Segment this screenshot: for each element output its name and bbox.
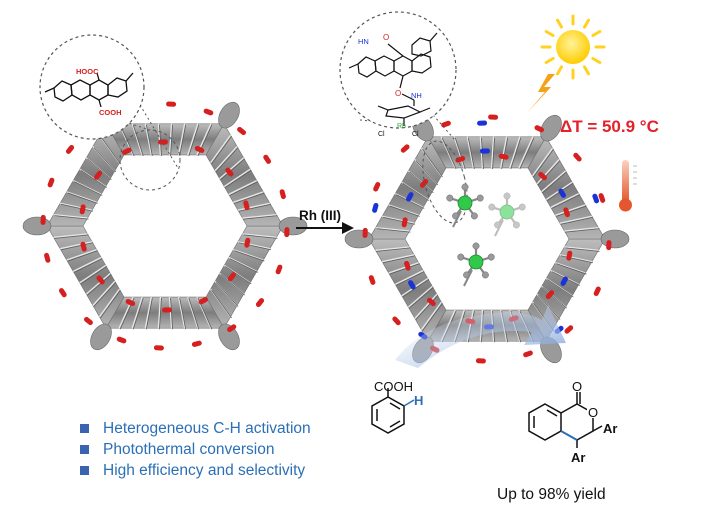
product-aryl-bottom: Ar — [571, 450, 585, 465]
feature-item: Photothermal conversion — [80, 439, 311, 460]
carbonyl-o-bottom: O — [395, 89, 401, 98]
yield-label: Up to 98% yield — [497, 486, 606, 504]
cl-label-right: Cl — [412, 131, 419, 138]
square-bullet-icon — [80, 466, 89, 475]
feature-item: Heterogeneous C-H activation — [80, 418, 311, 439]
feature-text: Photothermal conversion — [103, 441, 274, 459]
benzoic-acid-structure: COOH H — [372, 379, 423, 433]
cooh-label-top: HOOC — [76, 67, 99, 76]
cl-label-left: Cl — [378, 131, 385, 138]
feature-item: High efficiency and selectivity — [80, 460, 311, 481]
square-bullet-icon — [80, 424, 89, 433]
amide-n-top: HN — [358, 37, 369, 46]
product-aryl-top: Ar — [603, 421, 617, 436]
amide-n-bottom: NH — [411, 91, 422, 100]
reagent-label: Rh (III) — [299, 208, 341, 223]
ch-bond-h-label: H — [414, 393, 423, 408]
lightning-icon — [527, 74, 555, 113]
rh-complexes — [447, 184, 526, 286]
rh-label: Rh — [397, 123, 406, 130]
product-ring-o: O — [588, 405, 598, 420]
sun-icon — [542, 16, 604, 78]
temperature-rise-label: ΔT = 50.9 °C — [560, 117, 659, 137]
square-bullet-icon — [80, 445, 89, 454]
isocoumarin-product-structure: O O Ar Ar — [529, 379, 617, 465]
feature-list: Heterogeneous C-H activation Phototherma… — [80, 418, 311, 481]
feature-text: High efficiency and selectivity — [103, 462, 305, 480]
acid-group-label: COOH — [374, 379, 413, 394]
carbonyl-o-top: O — [383, 33, 389, 42]
product-carbonyl-o: O — [572, 379, 582, 394]
zoom-circle-right — [340, 12, 456, 128]
thermometer-icon — [619, 160, 637, 212]
cof-framework-pristine — [23, 99, 307, 354]
feature-text: Heterogeneous C-H activation — [103, 420, 311, 438]
cooh-label-bottom: COOH — [99, 108, 122, 117]
